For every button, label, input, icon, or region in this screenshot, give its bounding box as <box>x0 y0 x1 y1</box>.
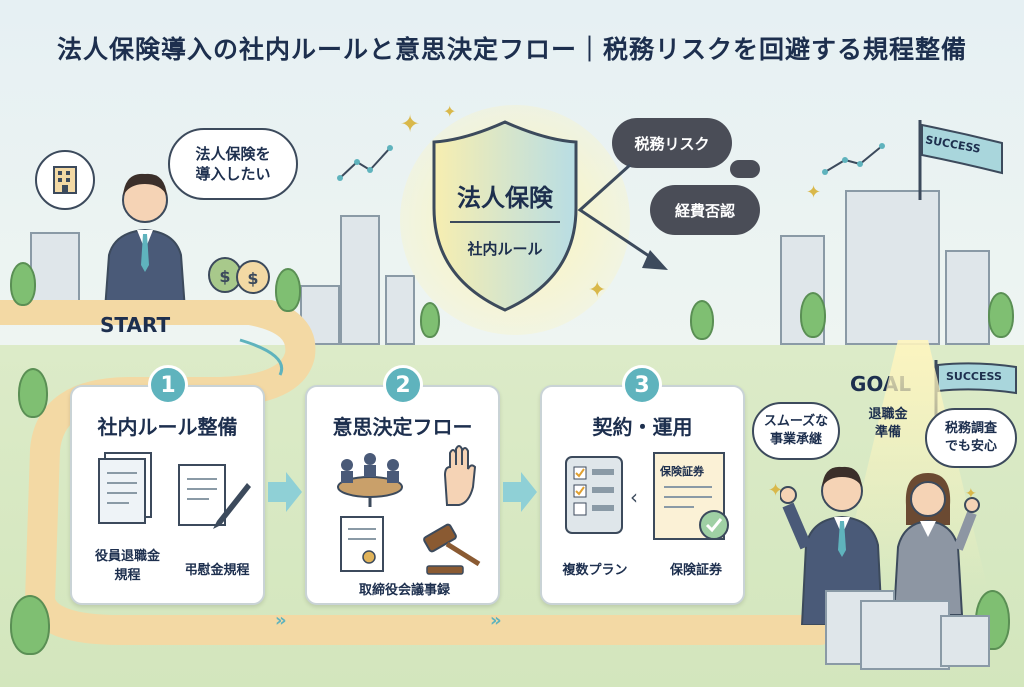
chevron-right-icon: » <box>275 610 287 631</box>
businessman-illustration <box>103 173 187 310</box>
risk-cloud-tax: 税務リスク <box>612 118 732 168</box>
shield-subtitle: 社内ルール <box>467 240 543 258</box>
goal-building-3 <box>940 615 990 667</box>
chevron-right-icon: » <box>490 610 502 631</box>
step-2-number-badge: 2 <box>383 365 423 405</box>
step-2-title: 意思決定フロー <box>332 415 473 439</box>
building-right-main <box>845 190 940 345</box>
office-icon-bubble <box>35 150 95 210</box>
sparkle-icon: ✦ <box>588 278 607 303</box>
goal-bubble-tax-audit: 税務調査 でも安心 <box>925 408 1017 468</box>
goal-bubble-succession: スムーズな 事業承継 <box>752 402 840 460</box>
tree <box>10 262 36 306</box>
businesswoman-celebrating-illustration <box>892 473 980 615</box>
step-1-item-1: 役員退職金 規程 <box>94 549 160 583</box>
step-2-item-1: 取締役会議事録 <box>358 583 450 598</box>
start-label: START <box>100 313 171 337</box>
step-card-3: 契約・運用 ‹ 保険証券 複数プラン 保険証券 <box>540 385 745 605</box>
tree <box>420 302 440 338</box>
step-3-number-badge: 3 <box>622 365 662 405</box>
flow-arrow-icon <box>503 472 537 512</box>
small-cloud <box>730 160 760 178</box>
sparkle-icon: ✦ <box>443 102 457 121</box>
page-title: 法人保険導入の社内ルールと意思決定フロー｜税務リスクを回避する規程整備 <box>56 35 967 64</box>
risk-cloud-expense: 経費否認 <box>650 185 760 235</box>
document-pen-icon <box>178 464 251 529</box>
minutes-document-icon <box>340 516 384 572</box>
step-3-title: 契約・運用 <box>592 415 693 439</box>
step-1-item-2: 弔慰金規程 <box>184 563 250 578</box>
step-card-2: 意思決定フロー 取締役会議事録 <box>305 385 500 605</box>
goal-building-2 <box>860 600 950 670</box>
tree <box>988 292 1014 338</box>
growth-chart-icon-right <box>822 143 885 175</box>
svg-text:$: $ <box>247 269 258 288</box>
chevron-left-icon: ‹ <box>630 485 638 509</box>
success-flag-icon <box>918 120 1003 200</box>
tree <box>275 268 301 312</box>
step-card-1: 社内ルール整備 役員退職金 規程 弔慰金規程 <box>70 385 265 605</box>
building-tall <box>340 215 380 345</box>
tree <box>690 300 714 340</box>
building-icon <box>53 166 77 194</box>
shield-icon <box>432 120 578 312</box>
step-1-number-badge: 1 <box>148 365 188 405</box>
raised-hand-icon <box>443 445 477 506</box>
sparkle-icon: ✦ <box>965 486 977 502</box>
meeting-icon <box>337 453 403 507</box>
sparkle-icon: ✦ <box>806 182 822 203</box>
growth-chart-icon <box>337 145 393 181</box>
goal-bubble-retirement: 退職金 準備 <box>868 407 908 440</box>
tree <box>18 368 48 418</box>
sparkle-icon: ✦ <box>768 480 784 501</box>
flow-arrow-icon <box>268 472 302 512</box>
gavel-icon <box>423 523 481 575</box>
step-3-item-2: 保険証券 <box>669 563 722 578</box>
certificate-icon <box>653 452 729 540</box>
document-stack-icon <box>98 452 152 524</box>
tree <box>10 595 50 655</box>
svg-text:$: $ <box>219 267 230 286</box>
building-right-2 <box>945 250 990 345</box>
goal-flag-label: SUCCESS <box>946 370 1002 383</box>
tree <box>800 292 826 338</box>
step-3-item-1: 複数プラン <box>562 563 628 578</box>
deflect-arrow-icon <box>577 163 668 270</box>
tablet-plans-icon <box>565 456 623 534</box>
start-speech-bubble: 法人保険を 導入したい <box>168 128 298 200</box>
step-1-title: 社内ルール整備 <box>97 415 238 439</box>
money-bag-icon: $ $ <box>208 257 270 294</box>
shield-title: 法人保険 <box>457 184 553 212</box>
sparkle-icon: ✦ <box>400 110 421 138</box>
building-mini <box>385 275 415 345</box>
certificate-label: 保険証券 <box>660 465 704 478</box>
